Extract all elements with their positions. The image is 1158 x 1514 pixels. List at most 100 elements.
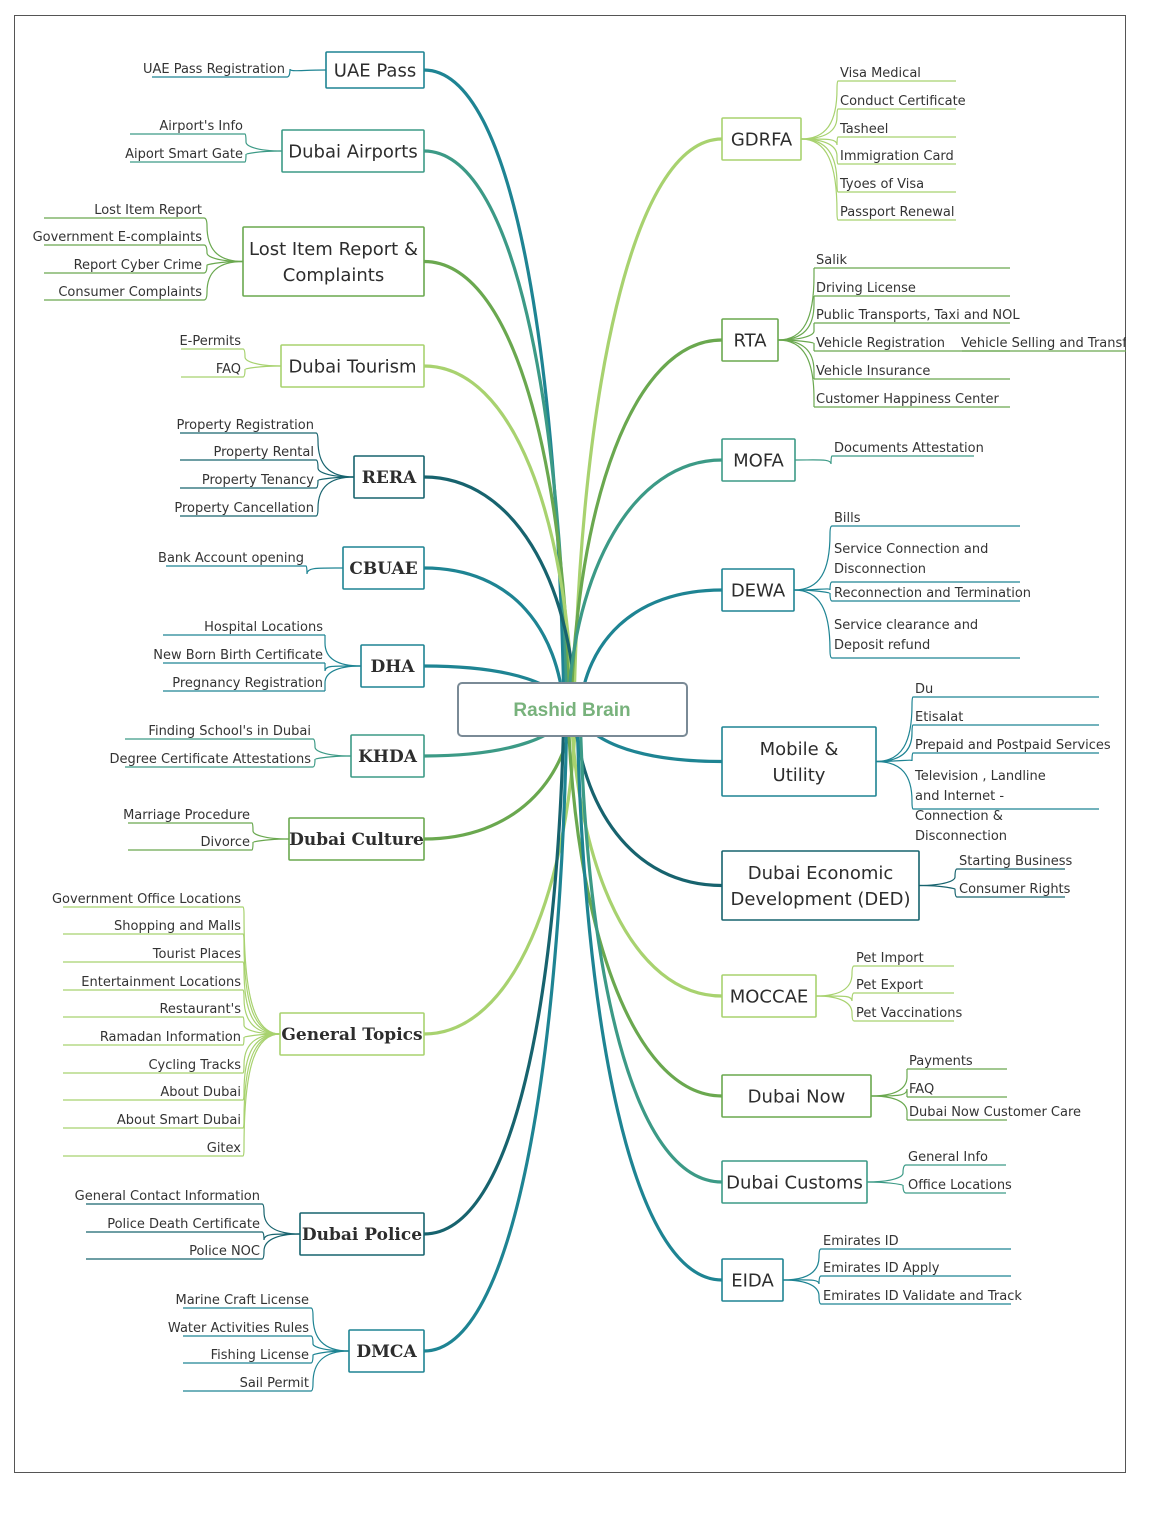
node-dubai-now[interactable]: Dubai Now [721,1074,872,1118]
cbuae-leaf[interactable]: Bank Account opening [158,551,304,566]
rera-leaf[interactable]: Property Rental [213,445,314,460]
dubai-police-leaf[interactable]: Police Death Certificate [107,1217,260,1232]
rera-leaf[interactable]: Property Tenancy [202,473,314,488]
dha-leaf[interactable]: Pregnancy Registration [172,676,323,691]
node-dubai-police[interactable]: Dubai Police [299,1212,425,1256]
gdrfa-leaf[interactable]: Visa Medical [840,66,921,81]
dubai-customs-leaf[interactable]: Office Locations [908,1178,1012,1193]
rta-leaf[interactable]: Vehicle Insurance [816,364,930,379]
node-dubai-tourism[interactable]: Dubai Tourism [280,344,425,388]
uae-pass-leaf[interactable]: UAE Pass Registration [143,62,285,77]
dewa-leaf[interactable]: Bills [834,511,861,526]
general-topics-leaf-connector [242,961,281,1035]
dubai-police-label: Dubai Police [302,1225,422,1245]
eida-leaf[interactable]: Emirates ID Validate and Track [823,1289,1022,1304]
dewa-leaf[interactable]: Reconnection and Termination [834,586,1031,601]
node-dubai-airports[interactable]: Dubai Airports [281,129,425,173]
ded-leaf[interactable]: Consumer Rights [959,882,1071,897]
mobile-utility-leaf[interactable]: Du [915,682,933,697]
node-khda[interactable]: KHDA [350,734,425,778]
node-mofa[interactable]: MOFA [721,438,796,482]
rta-leaf[interactable]: Vehicle Registration [816,336,945,351]
rta-leaf[interactable]: Customer Happiness Center [816,392,999,407]
node-eida[interactable]: EIDA [721,1258,784,1302]
gdrfa-leaf[interactable]: Immigration Card [840,149,954,164]
lost-item-leaf[interactable]: Consumer Complaints [58,285,202,300]
general-topics-leaf[interactable]: About Dubai [160,1085,241,1100]
general-topics-leaf[interactable]: Cycling Tracks [148,1058,241,1073]
rta-sub-leaf[interactable]: Vehicle Selling and Transfer [961,336,1141,351]
dubai-airports-leaf[interactable]: Aiport Smart Gate [125,147,243,162]
node-uae-pass[interactable]: UAE Pass [325,51,425,89]
gdrfa-leaf[interactable]: Conduct Certificate [840,94,966,109]
node-gdrfa[interactable]: GDRFA [721,117,802,161]
dmca-leaf[interactable]: Marine Craft License [176,1293,310,1308]
general-topics-leaf[interactable]: Entertainment Locations [81,975,241,990]
dha-leaf[interactable]: New Born Birth Certificate [153,648,323,663]
lost-item-leaf[interactable]: Report Cyber Crime [74,258,202,273]
node-general-topics[interactable]: General Topics [279,1012,425,1056]
moccae-leaf[interactable]: Pet Export [856,978,923,993]
rta-leaf[interactable]: Salik [816,253,847,268]
dubai-tourism-leaf[interactable]: E-Permits [179,334,241,349]
mofa-leaf[interactable]: Documents Attestation [834,441,984,456]
dubai-customs-connector [578,707,724,1184]
node-rera[interactable]: RERA [353,455,425,499]
khda-leaf[interactable]: Degree Certificate Attestations [110,752,312,767]
moccae-leaf[interactable]: Pet Vaccinations [856,1006,962,1021]
node-rta[interactable]: RTA [721,318,779,362]
dubai-customs-leaf[interactable]: General Info [908,1150,988,1165]
rta-leaf[interactable]: Driving License [816,281,916,296]
node-dubai-culture[interactable]: Dubai Culture [288,817,425,861]
node-moccae[interactable]: MOCCAE [721,974,817,1018]
rera-leaf[interactable]: Property Cancellation [174,501,314,516]
dubai-now-leaf[interactable]: Dubai Now Customer Care [909,1105,1081,1120]
rera-leaf[interactable]: Property Registration [176,418,314,433]
dubai-tourism-leaf[interactable]: FAQ [216,362,241,377]
general-topics-leaf[interactable]: About Smart Dubai [117,1113,241,1128]
dmca-leaf[interactable]: Water Activities Rules [168,1321,309,1336]
node-dewa[interactable]: DEWA [721,568,795,612]
dubai-police-leaf[interactable]: Police NOC [189,1244,260,1259]
dubai-culture-leaf[interactable]: Marriage Procedure [123,808,250,823]
dha-leaf-connector [324,663,362,672]
general-topics-leaf[interactable]: Tourist Places [152,947,241,962]
ded-leaf[interactable]: Starting Business [959,854,1073,869]
general-topics-leaf[interactable]: Government Office Locations [52,892,241,907]
dubai-now-leaf[interactable]: Payments [909,1054,973,1069]
rta-leaf[interactable]: Public Transports, Taxi and NOL [816,308,1020,323]
khda-leaf[interactable]: Finding School's in Dubai [148,724,311,739]
dubai-culture-leaf[interactable]: Divorce [201,835,250,850]
general-topics-leaf[interactable]: Restaurant's [159,1002,241,1017]
node-mobile-utility[interactable]: Mobile &Utility [721,726,877,797]
node-dubai-customs[interactable]: Dubai Customs [721,1160,868,1204]
lost-item-leaf[interactable]: Lost Item Report [94,203,202,218]
dubai-airports-leaf[interactable]: Airport's Info [159,119,243,134]
general-topics-leaf[interactable]: Gitex [207,1141,242,1156]
dmca-leaf[interactable]: Fishing License [211,1348,309,1363]
central-node[interactable]: Rashid Brain [457,682,688,737]
gdrfa-leaf[interactable]: Tyoes of Visa [839,177,924,192]
lost-item-leaf[interactable]: Government E-complaints [33,230,203,245]
node-cbuae[interactable]: CBUAE [342,546,425,590]
gdrfa-leaf[interactable]: Tasheel [839,122,888,137]
eida-leaf[interactable]: Emirates ID [823,1234,899,1249]
dubai-police-leaf[interactable]: General Contact Information [75,1189,260,1204]
node-dmca[interactable]: DMCA [348,1329,425,1373]
mobile-utility-leaf[interactable]: Prepaid and Postpaid Services [915,738,1111,753]
moccae-leaf[interactable]: Pet Import [856,951,924,966]
dha-leaf[interactable]: Hospital Locations [204,620,323,635]
eida-leaf[interactable]: Emirates ID Apply [823,1261,940,1276]
general-topics-leaf[interactable]: Ramadan Information [100,1030,241,1045]
dubai-now-leaf[interactable]: FAQ [909,1082,934,1097]
node-lost-item[interactable]: Lost Item Report &Complaints [242,226,425,297]
mobile-utility-leaf[interactable]: Etisalat [915,710,963,725]
node-dha[interactable]: DHA [360,644,425,688]
dmca-leaf[interactable]: Sail Permit [240,1376,309,1391]
general-topics-leaf[interactable]: Shopping and Malls [114,919,241,934]
gdrfa-leaf[interactable]: Passport Renewal [840,205,954,220]
